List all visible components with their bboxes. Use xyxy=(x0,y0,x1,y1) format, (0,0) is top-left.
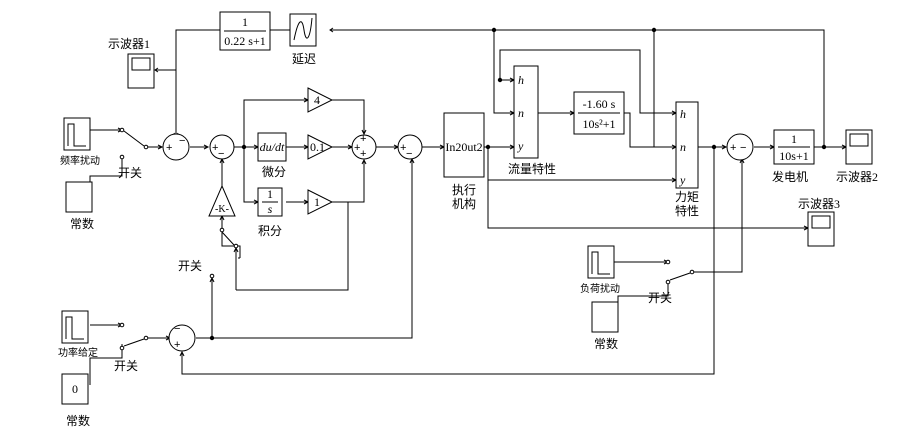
constant-block-top[interactable]: 常数 xyxy=(65,181,94,231)
sum-act-plus: + xyxy=(400,142,406,154)
sum-act-minus: − xyxy=(406,148,412,160)
sum-freq-minus: − xyxy=(179,135,185,147)
load-switch-label: 开关 xyxy=(648,291,672,305)
freq-disturbance-label: 频率扰动 xyxy=(60,154,100,167)
switch-label-middle: 开关 xyxy=(178,259,202,273)
gain-0-1[interactable]: 0.1 xyxy=(307,134,334,160)
scope1-label: 示波器1 xyxy=(108,37,150,51)
load-constant-block[interactable]: 常数 xyxy=(591,301,619,351)
freq-disturbance-block[interactable]: 频率扰动 xyxy=(60,117,100,167)
load-switch[interactable]: 开关 xyxy=(648,259,695,305)
constant-label-bottom: 常数 xyxy=(66,413,90,428)
gen-numerator: 1 xyxy=(791,132,797,146)
sum-generator[interactable]: + − xyxy=(726,133,754,161)
integ-label: 积分 xyxy=(258,224,282,238)
sum-pid-output[interactable]: + + + xyxy=(351,133,377,160)
deriv-label: 微分 xyxy=(262,165,286,179)
torque-label-1: 力矩 xyxy=(675,190,699,204)
integrator-block[interactable]: 1 s 积分 xyxy=(257,187,283,238)
switch-bottom[interactable]: 开关 xyxy=(114,322,149,373)
sum-power-minus: − xyxy=(174,323,180,335)
junction-dots xyxy=(209,27,827,341)
gain-4[interactable]: 4 xyxy=(307,87,334,113)
tf-numerator: -1.60 s xyxy=(583,97,616,111)
sum-power[interactable]: − + xyxy=(168,323,196,352)
sum-out-plus-bottom: + xyxy=(360,148,366,160)
flow-port-n: n xyxy=(518,106,524,120)
deriv-expression: du/dt xyxy=(260,140,285,154)
switch-label-top: 开关 xyxy=(118,166,142,180)
gain-4-value: 4 xyxy=(314,93,320,107)
gen-denominator: 10s+1 xyxy=(779,149,808,163)
delay-label: 延迟 xyxy=(292,52,316,66)
sum-pid-input[interactable]: + − xyxy=(209,134,235,160)
tf-denominator: 10s²+1 xyxy=(582,117,615,131)
torque-label-2: 特性 xyxy=(675,203,699,218)
derivative-block[interactable]: du/dt 微分 xyxy=(257,132,287,179)
scope3-label: 示波器3 xyxy=(798,197,840,211)
delay-block[interactable]: 延迟 xyxy=(289,13,317,66)
load-disturbance-label: 负荷扰动 xyxy=(580,282,620,295)
gain-1[interactable]: 1 xyxy=(307,189,334,215)
sum-power-plus: + xyxy=(174,339,180,351)
sum-freq-plus: + xyxy=(166,142,172,154)
feedback-denominator: 0.22 s+1 xyxy=(224,34,265,48)
integ-numerator: 1 xyxy=(267,187,273,201)
transfer-function-block[interactable]: -1.60 s 10s²+1 xyxy=(573,91,625,135)
flow-port-y: y xyxy=(517,139,524,153)
generator-block[interactable]: 1 10s+1 发电机 xyxy=(772,129,815,184)
torque-port-h: h xyxy=(680,107,686,121)
sum-out-plus-left: + xyxy=(354,142,360,154)
scope3[interactable]: 示波器3 xyxy=(798,197,840,247)
torque-characteristic-block[interactable]: h n y 力矩 特性 xyxy=(675,101,699,218)
constant-label-top: 常数 xyxy=(70,216,94,231)
actuator-block[interactable]: In20ut2 执行 机构 xyxy=(443,112,485,211)
actuator-label-1: 执行 xyxy=(452,183,476,197)
actuator-label-2: 机构 xyxy=(452,196,476,211)
load-constant-label: 常数 xyxy=(594,336,618,351)
switch-top[interactable]: 开关 xyxy=(118,127,149,180)
torque-port-n: n xyxy=(680,140,686,154)
scope2[interactable]: 示波器2 xyxy=(836,129,878,184)
switch-label-bottom: 开关 xyxy=(114,359,138,373)
power-setpoint-label: 功率给定 xyxy=(58,346,98,359)
torque-port-y: y xyxy=(679,173,686,187)
scope1[interactable]: 示波器1 xyxy=(108,37,155,89)
sum-freq[interactable]: + − xyxy=(162,133,190,161)
sum-pid-minus: − xyxy=(218,148,224,160)
integ-denominator: s xyxy=(268,202,273,216)
gain-1-value: 1 xyxy=(314,195,320,209)
gain-k[interactable]: -K- xyxy=(208,184,236,217)
load-disturbance-block[interactable]: 负荷扰动 xyxy=(580,245,620,295)
actuator-name: In20ut2 xyxy=(445,140,482,154)
power-setpoint-block[interactable]: 功率给定 xyxy=(58,310,98,359)
switch-middle[interactable]: 开关 xyxy=(178,227,239,279)
zero-constant-block[interactable]: 0 常数 xyxy=(61,373,90,428)
flow-port-h: h xyxy=(518,73,524,87)
gen-label: 发电机 xyxy=(772,169,808,184)
flow-characteristic-block[interactable]: h n y 流量特性 xyxy=(508,65,556,176)
gain-k-value: -K- xyxy=(215,204,229,215)
feedback-transfer-function[interactable]: 1 0.22 s+1 xyxy=(219,11,271,51)
scope2-label: 示波器2 xyxy=(836,170,878,184)
sum-gen-minus: − xyxy=(740,142,746,154)
sum-gen-plus: + xyxy=(730,142,736,154)
feedback-numerator: 1 xyxy=(242,15,248,29)
flow-label: 流量特性 xyxy=(508,161,556,176)
zero-value: 0 xyxy=(72,382,78,396)
sum-pid-plus: + xyxy=(212,142,218,154)
signal-wires xyxy=(89,27,848,385)
sum-out-plus-top: + xyxy=(360,133,366,145)
gain-01-value: 0.1 xyxy=(310,140,325,154)
sum-actuator-input[interactable]: + − xyxy=(397,134,423,160)
